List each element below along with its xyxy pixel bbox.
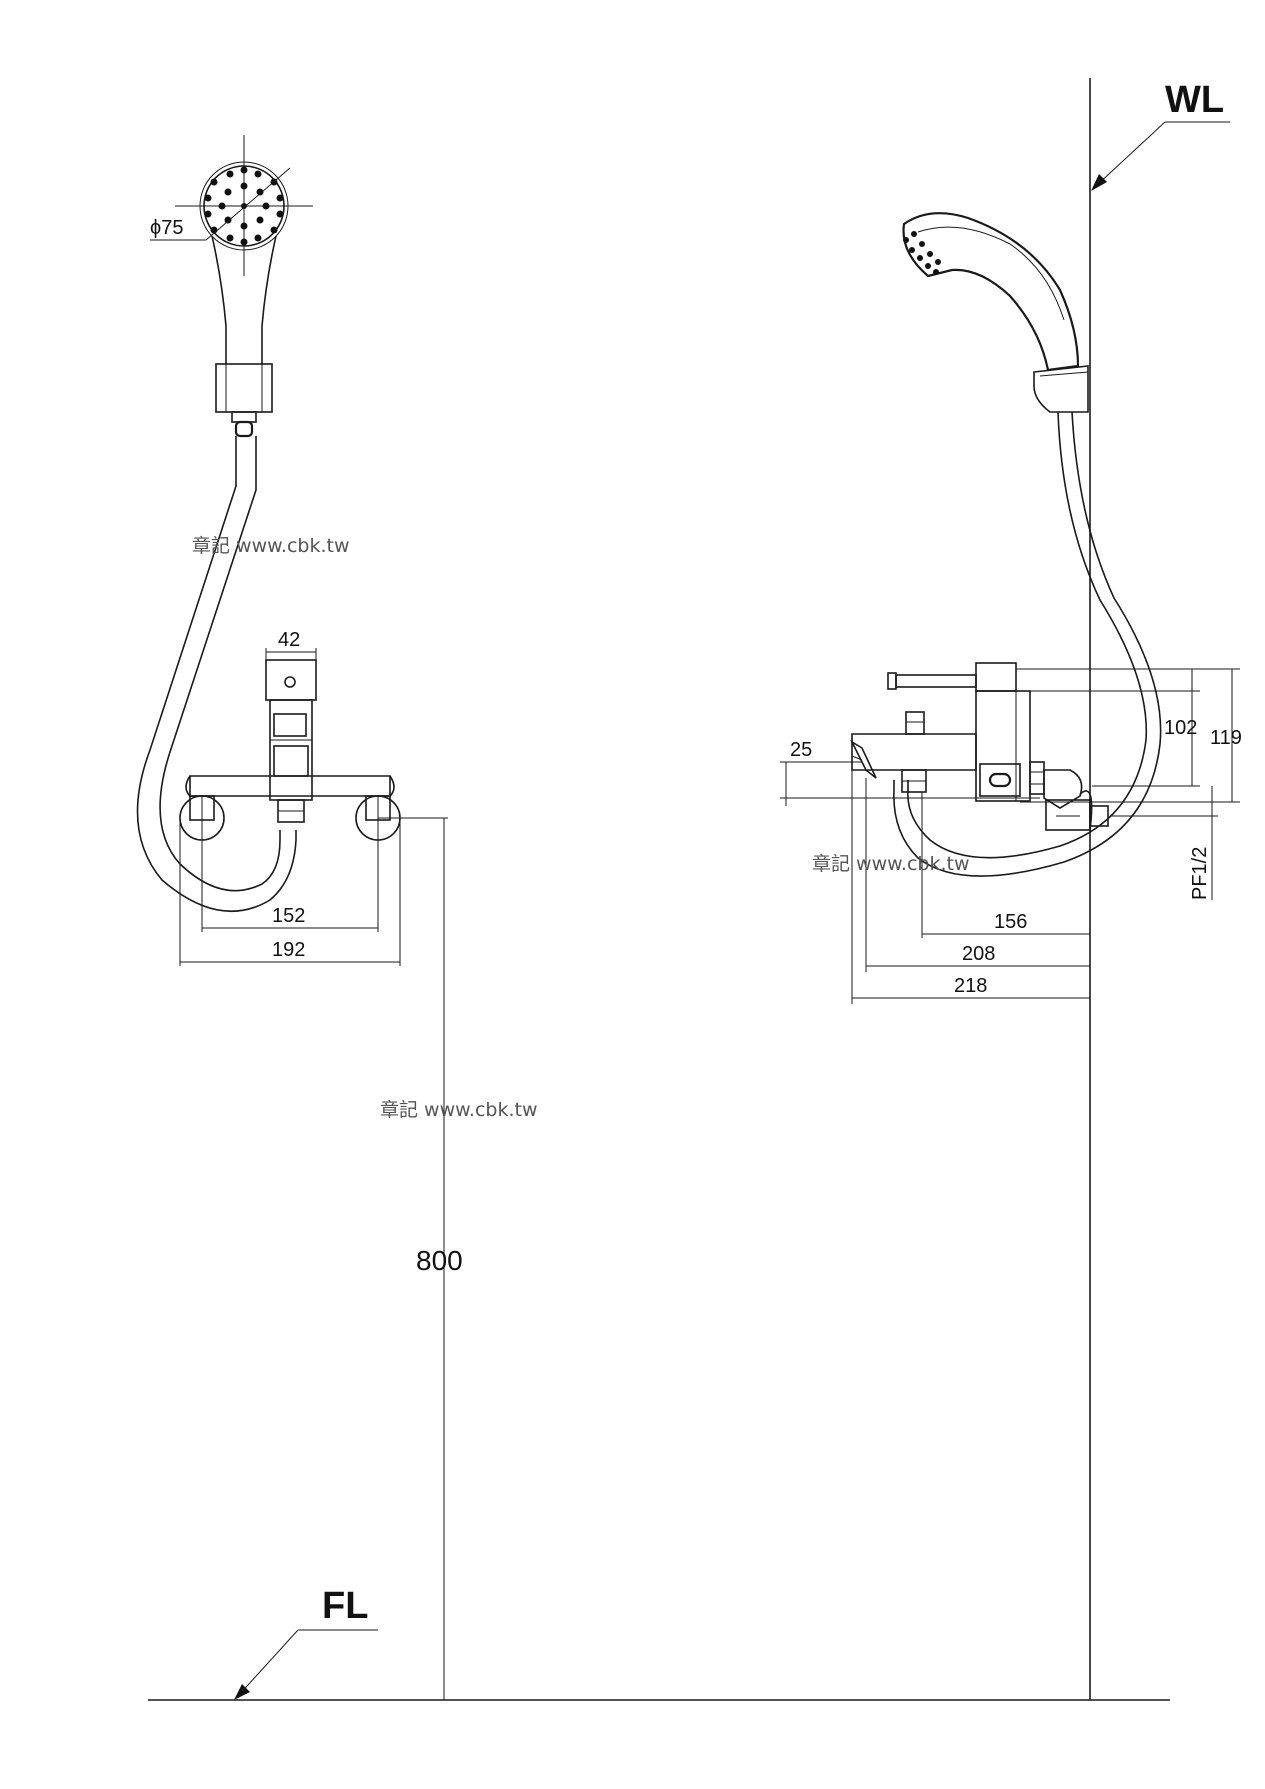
hose-depth-dimension: 156 [921,792,1090,938]
mount-height-dimension: 800 [378,817,463,1700]
watermark: 章記 www.cbk.tw [192,535,350,557]
head-diameter-dimension: ϕ75 [150,167,291,241]
head-diameter-label: ϕ75 [150,217,183,239]
side-shower-head [902,212,1089,413]
inlet-thread-dimension: PF1/2 [1110,786,1218,900]
side-mixer-body [850,662,1109,831]
front-mixer-body [179,659,401,841]
front-shower-head [175,135,313,438]
spout-depth-dimension: 218 [851,742,1090,1004]
mount-height-label: 800 [416,1245,463,1276]
wall-line-marker: WL [1091,79,1230,191]
body-depth-label: 208 [962,943,995,965]
side-hose [907,411,1148,859]
spout-drop-dimension: 25 [780,739,1040,806]
inlet-thread-label: PF1/2 [1189,847,1211,900]
center-distance-dimension: 152 [201,796,379,932]
front-view: ϕ75 42 [136,135,463,1700]
watermark: 章記 www.cbk.tw [380,1099,538,1121]
overall-width-dimension: 192 [179,820,401,966]
hose-depth-label: 156 [994,911,1027,933]
floor-line-label: FL [322,1585,368,1627]
wall-line-label: WL [1165,79,1224,121]
lever-height-dimension: 119 [1016,668,1242,803]
outlet-height-label: 102 [1164,717,1197,739]
spout-depth-label: 218 [954,975,987,997]
watermark: 章記 www.cbk.tw [812,853,970,875]
floor-line-marker: FL [234,1585,378,1700]
front-hose [136,436,297,912]
outlet-height-dimension: 102 [1030,669,1200,787]
lever-height-label: 119 [1210,727,1242,749]
center-distance-label: 152 [272,905,305,927]
lever-width-label: 42 [278,629,300,651]
spout-drop-label: 25 [790,739,812,761]
overall-width-label: 192 [272,939,305,961]
lever-width-dimension: 42 [265,629,317,660]
side-view: 119 102 PF1/2 25 156 [780,212,1242,1004]
body-depth-dimension: 208 [865,778,1090,972]
